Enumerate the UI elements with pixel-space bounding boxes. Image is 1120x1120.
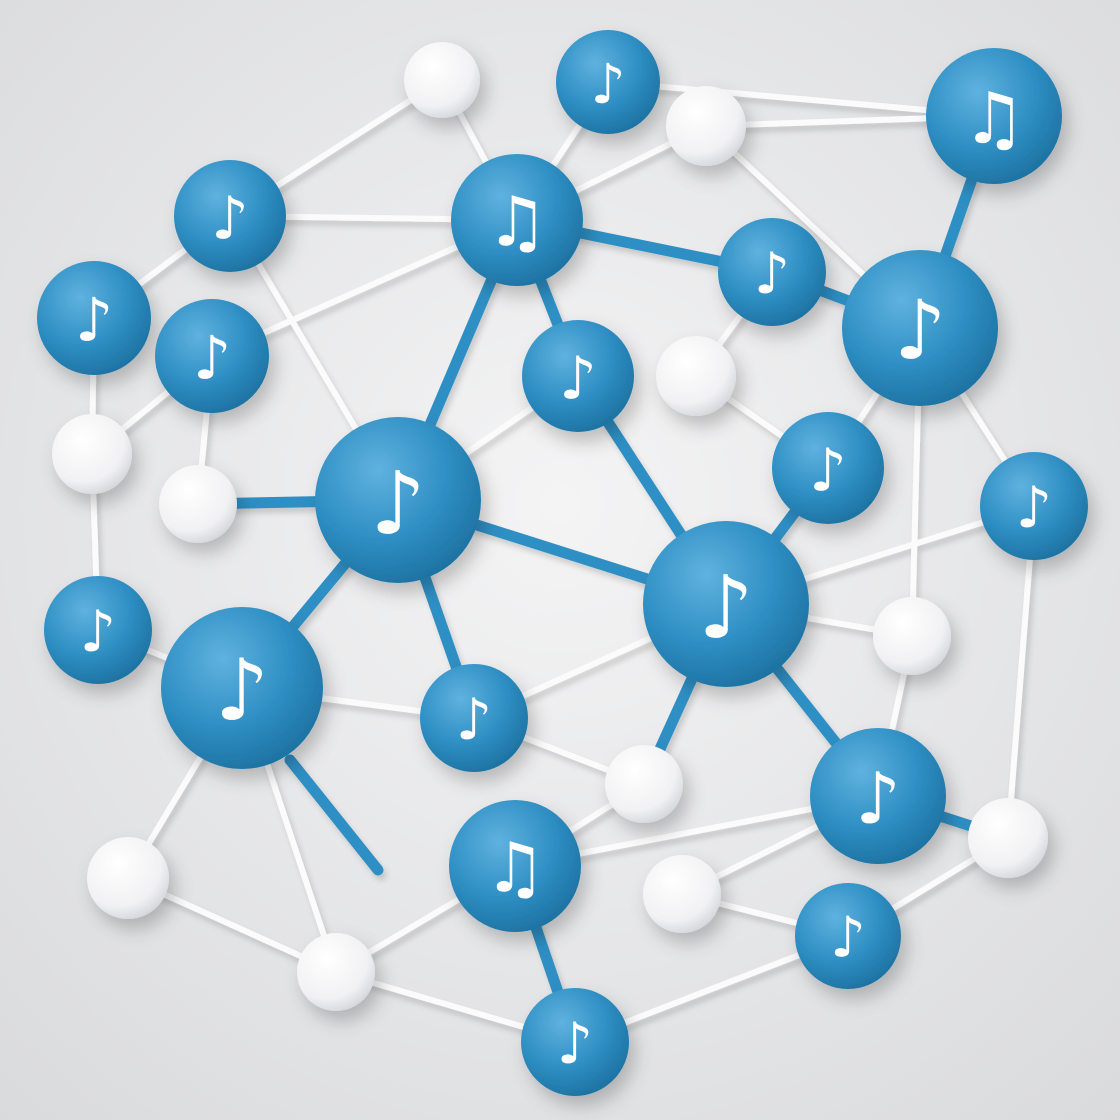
blue-note-node: ♪ bbox=[842, 250, 998, 406]
blue-note-node: ♪ bbox=[155, 299, 269, 413]
blue-sphere bbox=[772, 412, 884, 524]
blue-sphere bbox=[810, 728, 946, 864]
blue-note-node: ♪ bbox=[37, 261, 151, 375]
blue-sphere bbox=[643, 521, 809, 687]
blue-note-node: ♪ bbox=[522, 320, 634, 432]
blue-sphere bbox=[44, 576, 152, 684]
white-sphere bbox=[52, 414, 132, 494]
blue-sphere bbox=[155, 299, 269, 413]
white-sphere bbox=[159, 465, 237, 543]
blue-sphere bbox=[795, 883, 901, 989]
blue-sphere bbox=[451, 154, 583, 286]
blue-note-node: ♪ bbox=[161, 607, 323, 769]
white-sphere-node bbox=[666, 86, 746, 166]
blue-note-node: ♪ bbox=[980, 452, 1088, 560]
blue-note-node: ♫ bbox=[451, 154, 583, 286]
blue-note-node: ♫ bbox=[926, 48, 1062, 184]
white-sphere-node bbox=[297, 933, 375, 1011]
white-sphere bbox=[404, 42, 480, 118]
blue-note-node: ♪ bbox=[521, 988, 629, 1096]
white-sphere-node bbox=[643, 855, 721, 933]
blue-note-node: ♪ bbox=[556, 30, 660, 134]
white-sphere bbox=[87, 837, 169, 919]
blue-sphere bbox=[449, 800, 581, 932]
blue-sphere bbox=[926, 48, 1062, 184]
blue-sphere bbox=[980, 452, 1088, 560]
blue-note-node: ♪ bbox=[795, 883, 901, 989]
white-sphere-node bbox=[87, 837, 169, 919]
blue-sphere bbox=[161, 607, 323, 769]
blue-note-node: ♪ bbox=[643, 521, 809, 687]
white-sphere bbox=[605, 745, 683, 823]
blue-note-node: ♪ bbox=[420, 664, 528, 772]
white-sphere-node bbox=[605, 745, 683, 823]
white-sphere-node bbox=[968, 798, 1048, 878]
white-sphere bbox=[656, 336, 736, 416]
blue-sphere bbox=[521, 988, 629, 1096]
blue-note-node: ♪ bbox=[718, 218, 826, 326]
blue-note-node: ♪ bbox=[44, 576, 152, 684]
blue-note-node: ♫ bbox=[449, 800, 581, 932]
blue-note-node: ♪ bbox=[315, 417, 481, 583]
blue-note-node: ♪ bbox=[174, 160, 286, 272]
blue-sphere bbox=[37, 261, 151, 375]
blue-sphere bbox=[522, 320, 634, 432]
blue-sphere bbox=[315, 417, 481, 583]
blue-sphere bbox=[556, 30, 660, 134]
blue-note-node: ♪ bbox=[772, 412, 884, 524]
blue-sphere bbox=[420, 664, 528, 772]
blue-sphere bbox=[842, 250, 998, 406]
white-sphere bbox=[968, 798, 1048, 878]
white-sphere-node bbox=[159, 465, 237, 543]
blue-note-node: ♪ bbox=[810, 728, 946, 864]
white-connector-rod bbox=[1005, 503, 1037, 841]
blue-sphere bbox=[174, 160, 286, 272]
loose-blue-rod bbox=[284, 754, 384, 876]
white-sphere bbox=[666, 86, 746, 166]
blue-sphere bbox=[718, 218, 826, 326]
white-sphere bbox=[643, 855, 721, 933]
white-sphere-node bbox=[52, 414, 132, 494]
white-sphere-node bbox=[873, 597, 951, 675]
white-sphere bbox=[873, 597, 951, 675]
white-sphere bbox=[297, 933, 375, 1011]
white-sphere-node bbox=[656, 336, 736, 416]
white-sphere-node bbox=[404, 42, 480, 118]
